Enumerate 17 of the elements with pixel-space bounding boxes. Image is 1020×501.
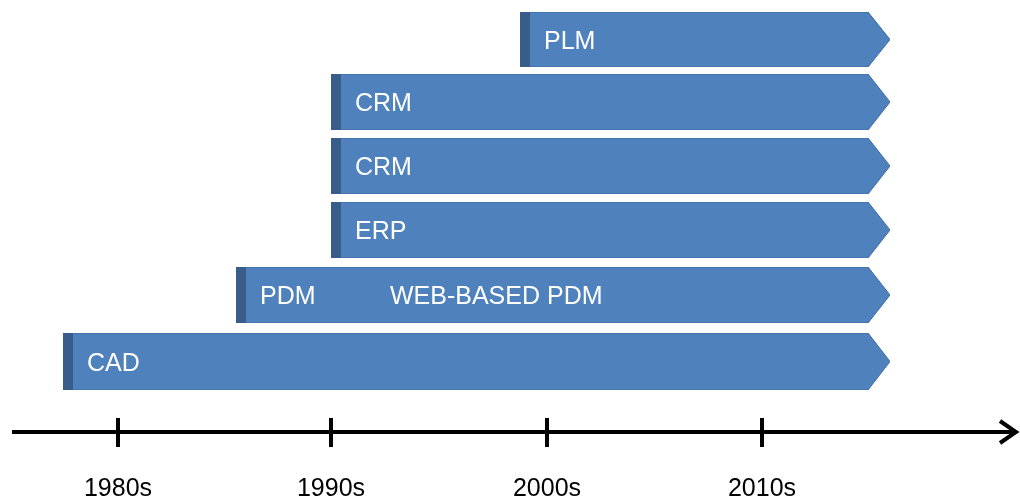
band-label: PLM [544, 24, 596, 55]
arrow-band [63, 333, 890, 390]
band-label: CRM [355, 151, 412, 181]
arrow-band [520, 12, 890, 67]
arrow-band [331, 74, 890, 130]
arrow-band [331, 202, 890, 258]
arrow-band [331, 138, 890, 194]
band-label: ERP [355, 215, 407, 245]
band-label: CRM [355, 87, 412, 117]
arrow-band [236, 267, 890, 323]
decade-label: 2000s [512, 473, 582, 501]
decade-label: 2010s [727, 473, 797, 501]
band-label: WEB-BASED PDM [390, 280, 603, 310]
decade-label: 1990s [296, 473, 366, 501]
band-label: PDM [260, 280, 316, 310]
decade-label: 1980s [83, 473, 153, 501]
band-label: CAD [87, 346, 140, 377]
